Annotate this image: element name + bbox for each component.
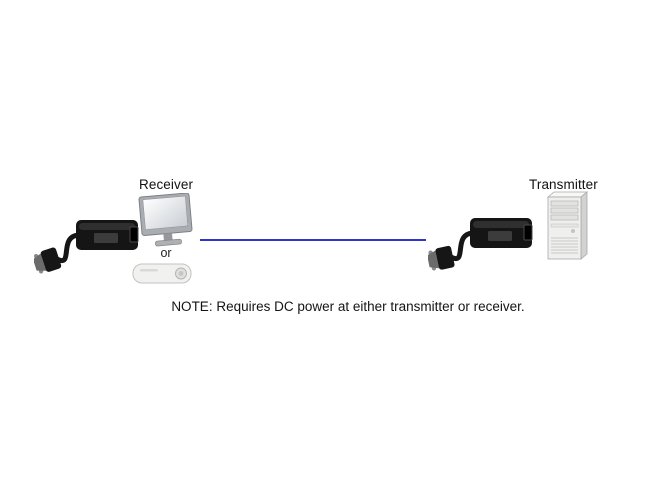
vga-extender-receiver-art xyxy=(34,220,139,274)
transmitter-label: Transmitter xyxy=(529,177,598,192)
projector-icon xyxy=(132,261,196,287)
or-label: or xyxy=(160,246,172,260)
vga-extender-transmitter-art xyxy=(428,218,533,271)
transmitter-device-icon xyxy=(428,200,538,278)
note-text: NOTE: Requires DC power at either transm… xyxy=(171,299,525,314)
receiver-label: Receiver xyxy=(139,177,194,192)
catx-cable-line xyxy=(200,239,426,241)
monitor-icon xyxy=(137,193,195,249)
computer-tower-icon xyxy=(544,191,590,265)
receiver-device-icon xyxy=(34,202,144,280)
